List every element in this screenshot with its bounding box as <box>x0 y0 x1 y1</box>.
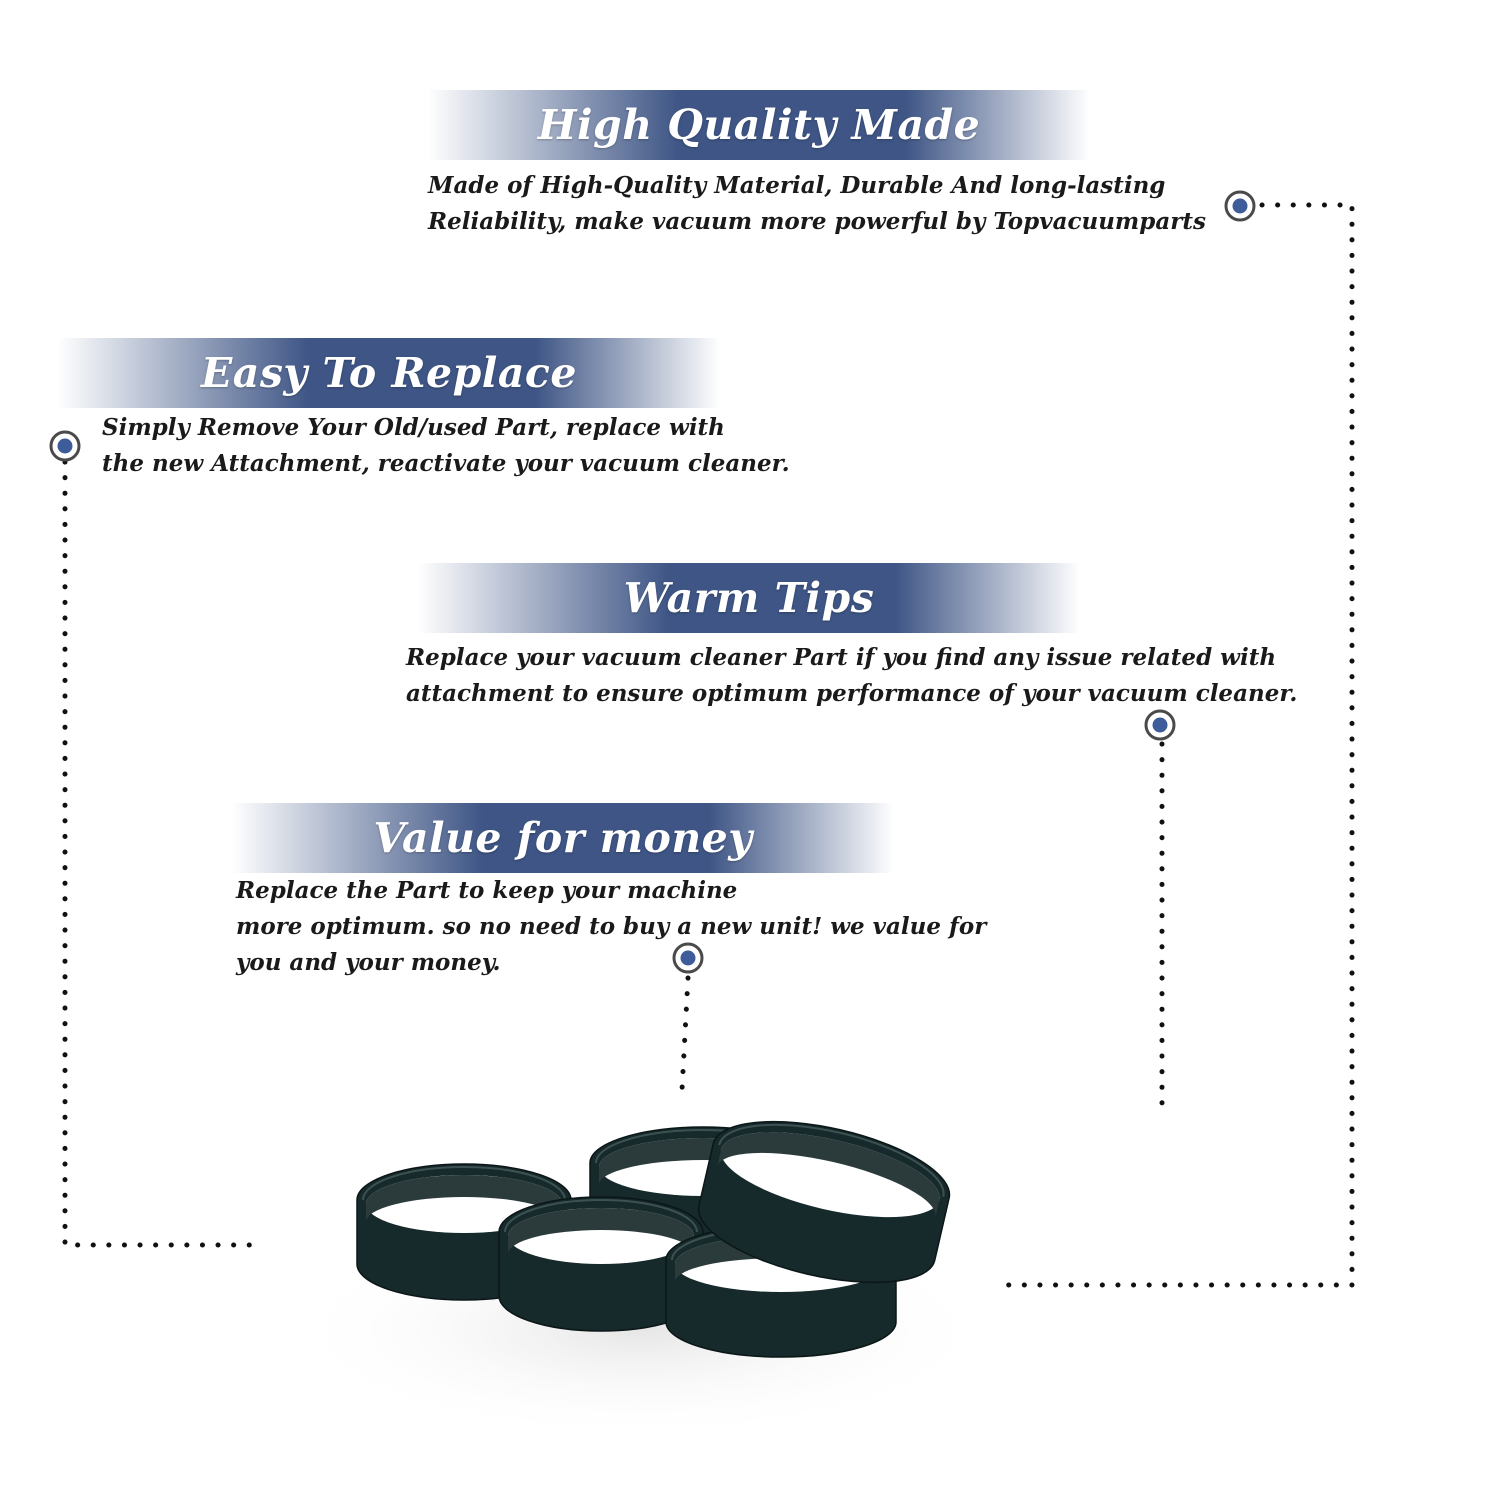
description-line: Made of High-Quality Material, Durable A… <box>428 172 1166 199</box>
banner-title: High Quality Made <box>537 101 981 149</box>
marker-dot-icon <box>672 942 704 974</box>
description-line: Simply Remove Your Old/used Part, replac… <box>102 414 725 441</box>
marker-dot-icon <box>1224 190 1256 222</box>
description-easy-to-replace: Simply Remove Your Old/used Part, replac… <box>102 410 790 482</box>
description-line: attachment to ensure optimum performance… <box>406 680 1298 707</box>
description-value-for-money: Replace the Part to keep your machine mo… <box>236 873 986 981</box>
marker-dot-icon <box>49 430 81 462</box>
vacuum-belt-icon <box>697 1120 951 1284</box>
dotted-connector-line <box>997 202 1355 1288</box>
banner-warm-tips: Warm Tips <box>418 563 1080 633</box>
description-warm-tips: Replace your vacuum cleaner Part if you … <box>406 640 1297 712</box>
banner-title: Easy To Replace <box>201 349 577 397</box>
description-line: you and your money. <box>236 949 501 976</box>
banner-value-for-money: Value for money <box>232 803 894 873</box>
dotted-connector-line <box>679 975 691 1093</box>
banner-title: Value for money <box>373 814 753 862</box>
description-line: Replace the Part to keep your machine <box>236 877 738 904</box>
banner-easy-to-replace: Easy To Replace <box>58 338 720 408</box>
description-line: Replace your vacuum cleaner Part if you … <box>406 644 1277 671</box>
banner-high-quality-made: High Quality Made <box>428 90 1090 160</box>
vacuum-belt-icon <box>498 1196 704 1332</box>
banner-title: Warm Tips <box>623 574 875 622</box>
description-line: more optimum. so no need to buy a new un… <box>236 913 987 940</box>
description-line: Reliability, make vacuum more powerful b… <box>428 208 1206 235</box>
description-high-quality-made: Made of High-Quality Material, Durable A… <box>428 168 1206 240</box>
description-line: the new Attachment, reactivate your vacu… <box>102 450 790 477</box>
marker-dot-icon <box>1144 709 1176 741</box>
